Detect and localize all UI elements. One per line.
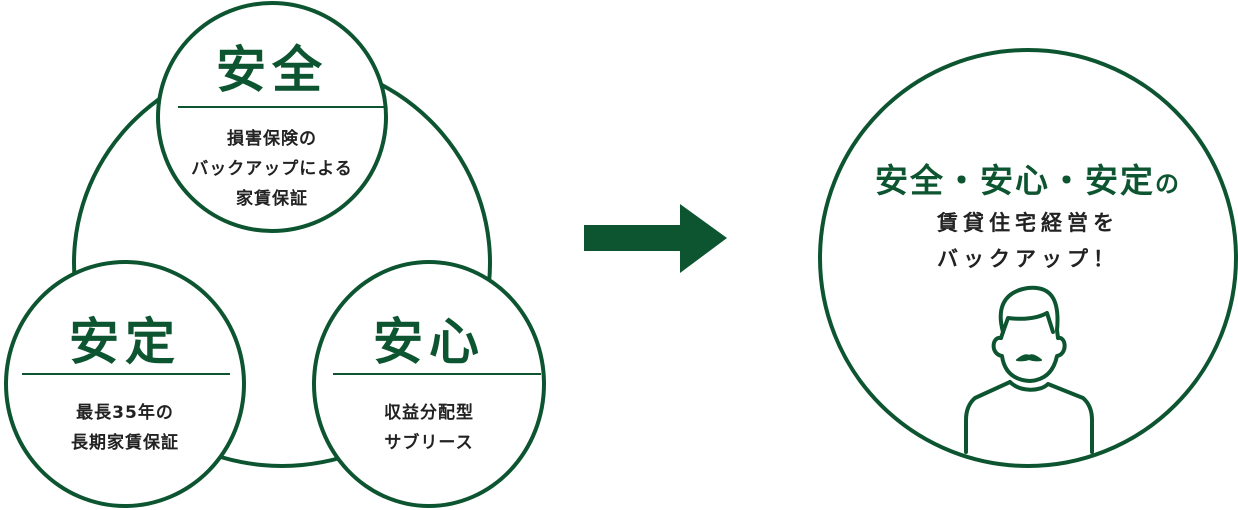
desc-line: 長期家賃保証	[71, 433, 179, 453]
desc-line: 最長35年の	[76, 403, 174, 423]
result-headline: 安全・安心・安定の	[818, 154, 1238, 202]
pillar-safety	[156, 1, 388, 233]
pillar-stability-desc: 最長35年の 長期家賃保証	[4, 398, 246, 458]
pillar-safety-title: 安全	[216, 41, 328, 99]
desc-line: 収益分配型	[384, 403, 474, 423]
divider	[333, 373, 541, 375]
desc-line: 損害保険の	[227, 129, 317, 149]
result-circle	[818, 48, 1238, 468]
headline-text: 安全・安心・安定	[875, 161, 1155, 200]
headline-suffix: の	[1155, 170, 1181, 198]
desc-line: バックアップ！	[937, 247, 1119, 271]
desc-line: バックアップによる	[191, 159, 353, 179]
pillar-safety-desc: 損害保険の バックアップによる 家賃保証	[156, 124, 388, 214]
pillar-stability	[4, 260, 246, 508]
divider	[22, 373, 230, 375]
desc-line: サブリース	[384, 433, 474, 453]
desc-line: 家賃保証	[236, 189, 308, 209]
desc-line: 賃貸住宅経営を	[937, 211, 1119, 235]
pillar-security	[312, 260, 546, 508]
pillar-stability-title: 安定	[69, 313, 181, 371]
man-with-mustache-icon	[964, 285, 1094, 454]
pillar-security-desc: 収益分配型 サブリース	[312, 398, 546, 458]
pillar-security-title: 安心	[373, 313, 485, 371]
divider	[178, 106, 386, 108]
result-desc: 賃貸住宅経営を バックアップ！	[818, 205, 1238, 277]
arrow-right-icon	[584, 204, 727, 273]
